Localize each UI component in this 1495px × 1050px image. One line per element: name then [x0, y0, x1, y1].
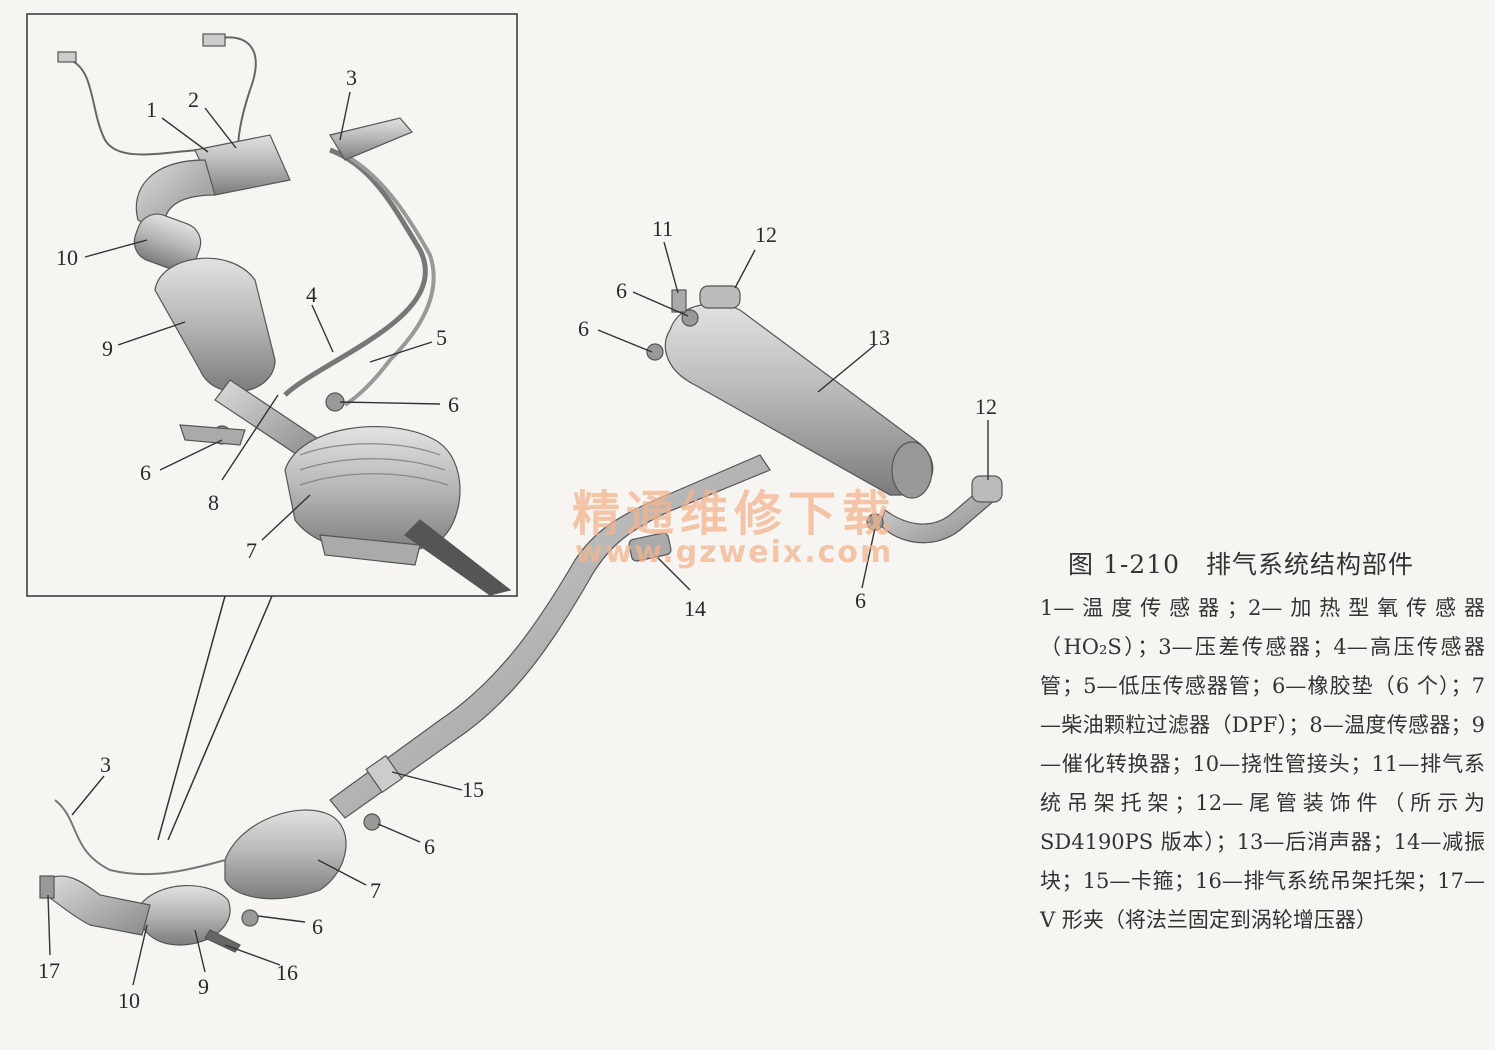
- callout-label: 2: [188, 87, 199, 112]
- callout-label: 13: [868, 325, 890, 350]
- callout-label: 5: [436, 325, 447, 350]
- sensor-connector: [57, 51, 77, 63]
- callout-label: 4: [306, 282, 317, 307]
- callouts-main: 11 12 6 6 13 12 6 14 15 3 6 7 6 17 10 9 …: [38, 216, 997, 1013]
- figure-caption: 图 1-210 排气系统结构部件 1—温度传感器；2—加热型氧传感器（HO₂S）…: [1040, 545, 1485, 940]
- watermark-site-name: 精通维修下载: [572, 486, 896, 542]
- mount-bracket: [179, 424, 246, 446]
- intermediate-pipe: [329, 454, 771, 819]
- inset-pointer-line: [167, 595, 273, 841]
- catalytic-converter: [138, 884, 231, 946]
- catalytic-converter: [154, 257, 276, 393]
- inlet-pipe: [44, 875, 151, 936]
- callout-label: 15: [462, 777, 484, 802]
- callouts-inset: 1 2 3 4 5 6 6 7 8 9 10: [56, 65, 459, 563]
- callout-label: 8: [208, 490, 219, 515]
- callout-label: 9: [102, 336, 113, 361]
- leader-lines: [47, 91, 989, 986]
- callout-label: 1: [146, 97, 157, 122]
- caption-title: 图 1-210 排气系统结构部件: [1068, 550, 1415, 579]
- pressure-tube: [283, 147, 428, 397]
- tail-pipe-trim: [971, 475, 1003, 503]
- callout-label: 10: [56, 245, 78, 270]
- diesel-particulate-filter: [224, 809, 347, 900]
- inset-pointer-line: [157, 595, 226, 841]
- callout-label: 14: [684, 596, 706, 621]
- callout-label: 9: [198, 974, 209, 999]
- callout-label: 6: [855, 588, 866, 613]
- callout-label: 6: [312, 914, 323, 939]
- callout-label: 12: [755, 222, 777, 247]
- damper-block: [628, 532, 672, 562]
- caption-legend: 1—温度传感器；2—加热型氧传感器（HO₂S）；3—压差传感器；4—高压传感器管…: [1040, 596, 1485, 932]
- inset-outlet-pipe: [404, 519, 512, 596]
- main-assembly: [39, 285, 1003, 953]
- callout-label: 6: [448, 392, 459, 417]
- callout-label: 17: [38, 958, 60, 983]
- sensor-wire: [54, 799, 226, 876]
- pressure-tube: [343, 153, 436, 407]
- callout-label: 12: [975, 394, 997, 419]
- rubber-mount: [681, 309, 699, 327]
- muffler-end-cap: [891, 441, 933, 499]
- v-clamp: [39, 875, 55, 899]
- callout-label: 6: [140, 460, 151, 485]
- sensor-wire: [209, 36, 257, 151]
- watermark-url: www.gzweix.com: [575, 535, 893, 570]
- rubber-mount: [646, 343, 664, 361]
- mount-bracket: [319, 534, 421, 566]
- callout-label: 6: [616, 278, 627, 303]
- tail-pipe: [879, 484, 996, 544]
- flex-joint: [133, 213, 202, 271]
- rubber-mount: [241, 909, 259, 927]
- pressure-sensor-bracket: [329, 117, 413, 161]
- sensor-wire: [69, 59, 206, 156]
- tail-pipe-trim: [699, 285, 741, 309]
- exhaust-hanger-bracket: [671, 289, 687, 313]
- callout-label: 11: [652, 216, 673, 241]
- callout-label: 7: [370, 878, 381, 903]
- rubber-mount: [363, 813, 381, 831]
- callout-label: 3: [346, 65, 357, 90]
- inset-assembly: [57, 33, 512, 596]
- callout-label: 6: [578, 316, 589, 341]
- exhaust-hanger-bracket: [204, 929, 241, 953]
- callout-label: 6: [424, 834, 435, 859]
- sensor-connector: [202, 33, 226, 47]
- clamp: [365, 754, 403, 794]
- dpf-ribs: [299, 443, 449, 486]
- callout-label: 16: [276, 960, 298, 985]
- callout-label: 7: [246, 538, 257, 563]
- callout-label: 10: [118, 988, 140, 1013]
- callout-label: 3: [100, 752, 111, 777]
